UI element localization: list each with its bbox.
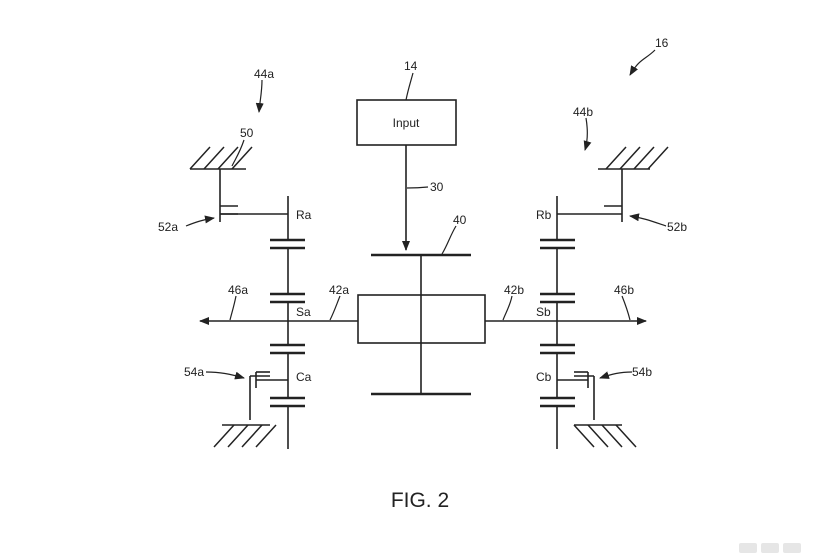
leader-42a <box>329 295 341 321</box>
figure-title: FIG. 2 <box>391 489 449 512</box>
ref-54a: 54a <box>184 365 204 379</box>
leader-50 <box>231 139 245 167</box>
ref-44b: 44b <box>573 105 593 119</box>
leader-30 <box>406 186 429 189</box>
ref-30: 30 <box>430 180 444 194</box>
leader-40 <box>441 225 457 255</box>
leader-46b <box>621 295 631 321</box>
watermark <box>739 540 831 554</box>
ref-52b: 52b <box>667 220 687 234</box>
ref-42b: 42b <box>504 283 524 297</box>
leader-52a <box>185 215 215 227</box>
input-box-label: Input <box>393 116 420 130</box>
ref-52a: 52a <box>158 220 178 234</box>
ref-16: 16 <box>655 36 669 50</box>
ref-42a: 42a <box>329 283 349 297</box>
ref-ca: Ca <box>296 370 312 384</box>
leader-54b <box>599 371 633 379</box>
ref-sa: Sa <box>296 305 311 319</box>
ref-sb: Sb <box>536 305 551 319</box>
leader-14 <box>405 72 414 101</box>
ref-40: 40 <box>453 213 467 227</box>
ref-50: 50 <box>240 126 254 140</box>
leader-46a <box>229 295 237 321</box>
ref-ra: Ra <box>296 208 312 222</box>
differential <box>357 253 486 396</box>
leader-16 <box>629 49 656 76</box>
leader-42b <box>502 295 513 321</box>
planetary-unit-right <box>540 146 669 449</box>
ref-14: 14 <box>404 59 418 73</box>
ref-54b: 54b <box>632 365 652 379</box>
ref-rb: Rb <box>536 208 552 222</box>
planetary-unit-left <box>189 146 305 449</box>
leader-44a <box>255 79 264 113</box>
leader-52b <box>629 213 667 227</box>
ref-44a: 44a <box>254 67 274 81</box>
input-box: Input <box>356 99 457 146</box>
ref-46b: 46b <box>614 283 634 297</box>
ref-46a: 46a <box>228 283 248 297</box>
leader-54a <box>205 371 245 380</box>
ref-cb: Cb <box>536 370 552 384</box>
leader-44b <box>583 117 592 151</box>
